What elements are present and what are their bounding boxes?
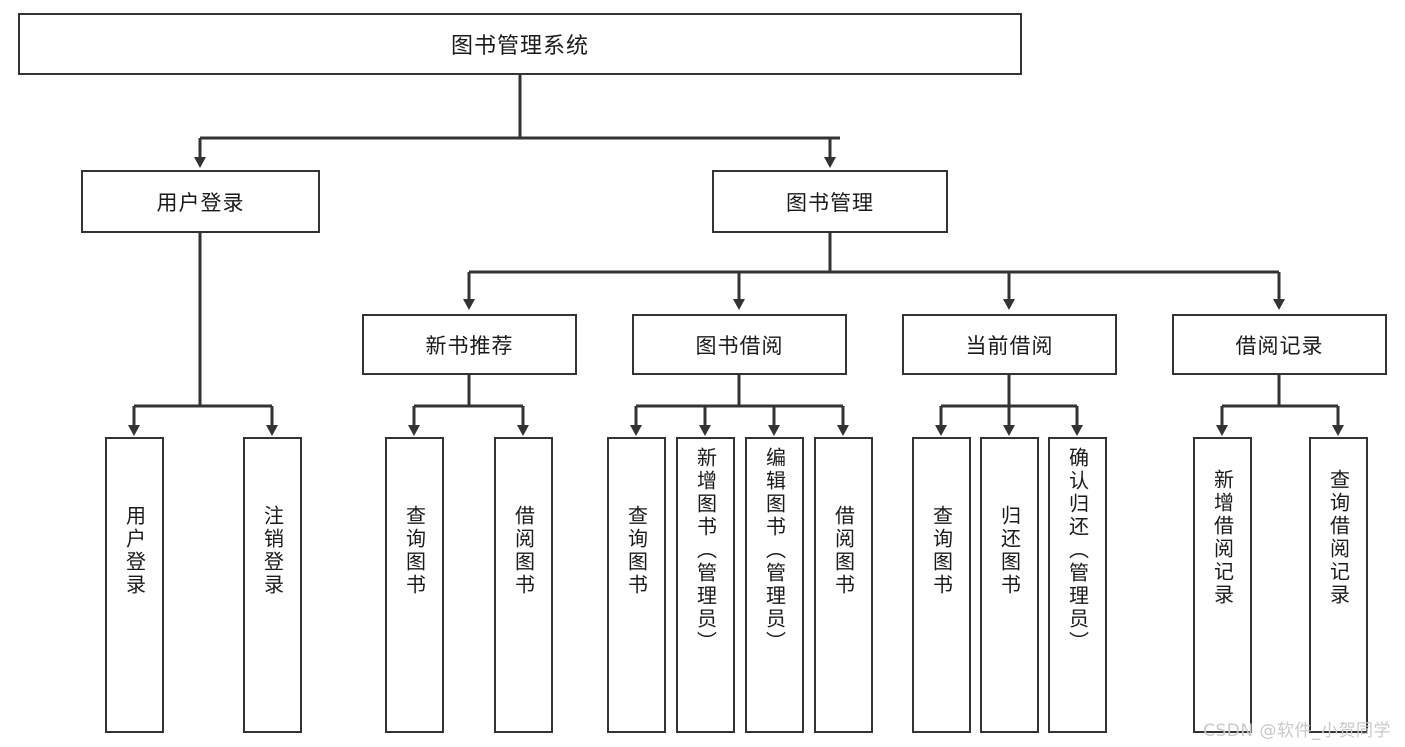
node-leaf-return-book[interactable]: 归还图书 bbox=[980, 437, 1039, 733]
node-leaf-borrow-book-2-label: 借阅图书 bbox=[831, 505, 856, 597]
node-leaf-confirm-return-label: 确认归还（管理员） bbox=[1065, 447, 1090, 654]
node-book-borrow-label: 图书借阅 bbox=[695, 333, 784, 358]
node-leaf-query-book-1[interactable]: 查询图书 bbox=[385, 437, 444, 733]
node-leaf-borrow-book-1[interactable]: 借阅图书 bbox=[494, 437, 553, 733]
node-leaf-confirm-return[interactable]: 确认归还（管理员） bbox=[1048, 437, 1107, 733]
node-book-manage-label: 图书管理 bbox=[786, 190, 874, 215]
node-leaf-query-record[interactable]: 查询借阅记录 bbox=[1309, 437, 1368, 733]
node-leaf-query-book-3[interactable]: 查询图书 bbox=[912, 437, 971, 733]
node-leaf-edit-book-label: 编辑图书（管理员） bbox=[762, 447, 787, 654]
node-leaf-return-book-label: 归还图书 bbox=[997, 505, 1022, 597]
node-leaf-user-login-label: 用户登录 bbox=[122, 505, 147, 597]
node-leaf-query-book-2[interactable]: 查询图书 bbox=[607, 437, 666, 733]
node-new-book-recommend-label: 新书推荐 bbox=[425, 333, 514, 358]
node-root[interactable]: 图书管理系统 bbox=[18, 13, 1022, 75]
node-current-borrow-label: 当前借阅 bbox=[965, 333, 1054, 358]
node-leaf-edit-book[interactable]: 编辑图书（管理员） bbox=[745, 437, 804, 733]
node-leaf-user-logout[interactable]: 注销登录 bbox=[243, 437, 302, 733]
node-leaf-add-book-label: 新增图书（管理员） bbox=[693, 447, 718, 654]
node-book-borrow[interactable]: 图书借阅 bbox=[632, 314, 847, 375]
node-leaf-query-book-2-label: 查询图书 bbox=[624, 505, 649, 597]
node-leaf-add-record[interactable]: 新增借阅记录 bbox=[1193, 437, 1252, 733]
watermark: CSDN @软件_小贺同学 bbox=[1203, 721, 1391, 741]
node-new-book-recommend[interactable]: 新书推荐 bbox=[362, 314, 577, 375]
node-book-manage[interactable]: 图书管理 bbox=[712, 170, 948, 233]
node-leaf-borrow-book-2[interactable]: 借阅图书 bbox=[814, 437, 873, 733]
node-leaf-user-login[interactable]: 用户登录 bbox=[105, 437, 164, 733]
node-user-login-label: 用户登录 bbox=[156, 190, 245, 215]
node-current-borrow[interactable]: 当前借阅 bbox=[902, 314, 1117, 375]
node-leaf-query-record-label: 查询借阅记录 bbox=[1326, 469, 1351, 607]
node-leaf-add-book[interactable]: 新增图书（管理员） bbox=[676, 437, 735, 733]
node-leaf-query-book-3-label: 查询图书 bbox=[929, 505, 954, 597]
node-leaf-query-book-1-label: 查询图书 bbox=[402, 505, 427, 597]
node-root-label: 图书管理系统 bbox=[450, 34, 589, 59]
node-leaf-borrow-book-1-label: 借阅图书 bbox=[511, 505, 536, 597]
node-borrow-record-label: 借阅记录 bbox=[1235, 333, 1324, 358]
node-user-login[interactable]: 用户登录 bbox=[81, 170, 320, 233]
node-borrow-record[interactable]: 借阅记录 bbox=[1172, 314, 1387, 375]
node-leaf-user-logout-label: 注销登录 bbox=[260, 505, 285, 597]
node-leaf-add-record-label: 新增借阅记录 bbox=[1210, 469, 1235, 607]
